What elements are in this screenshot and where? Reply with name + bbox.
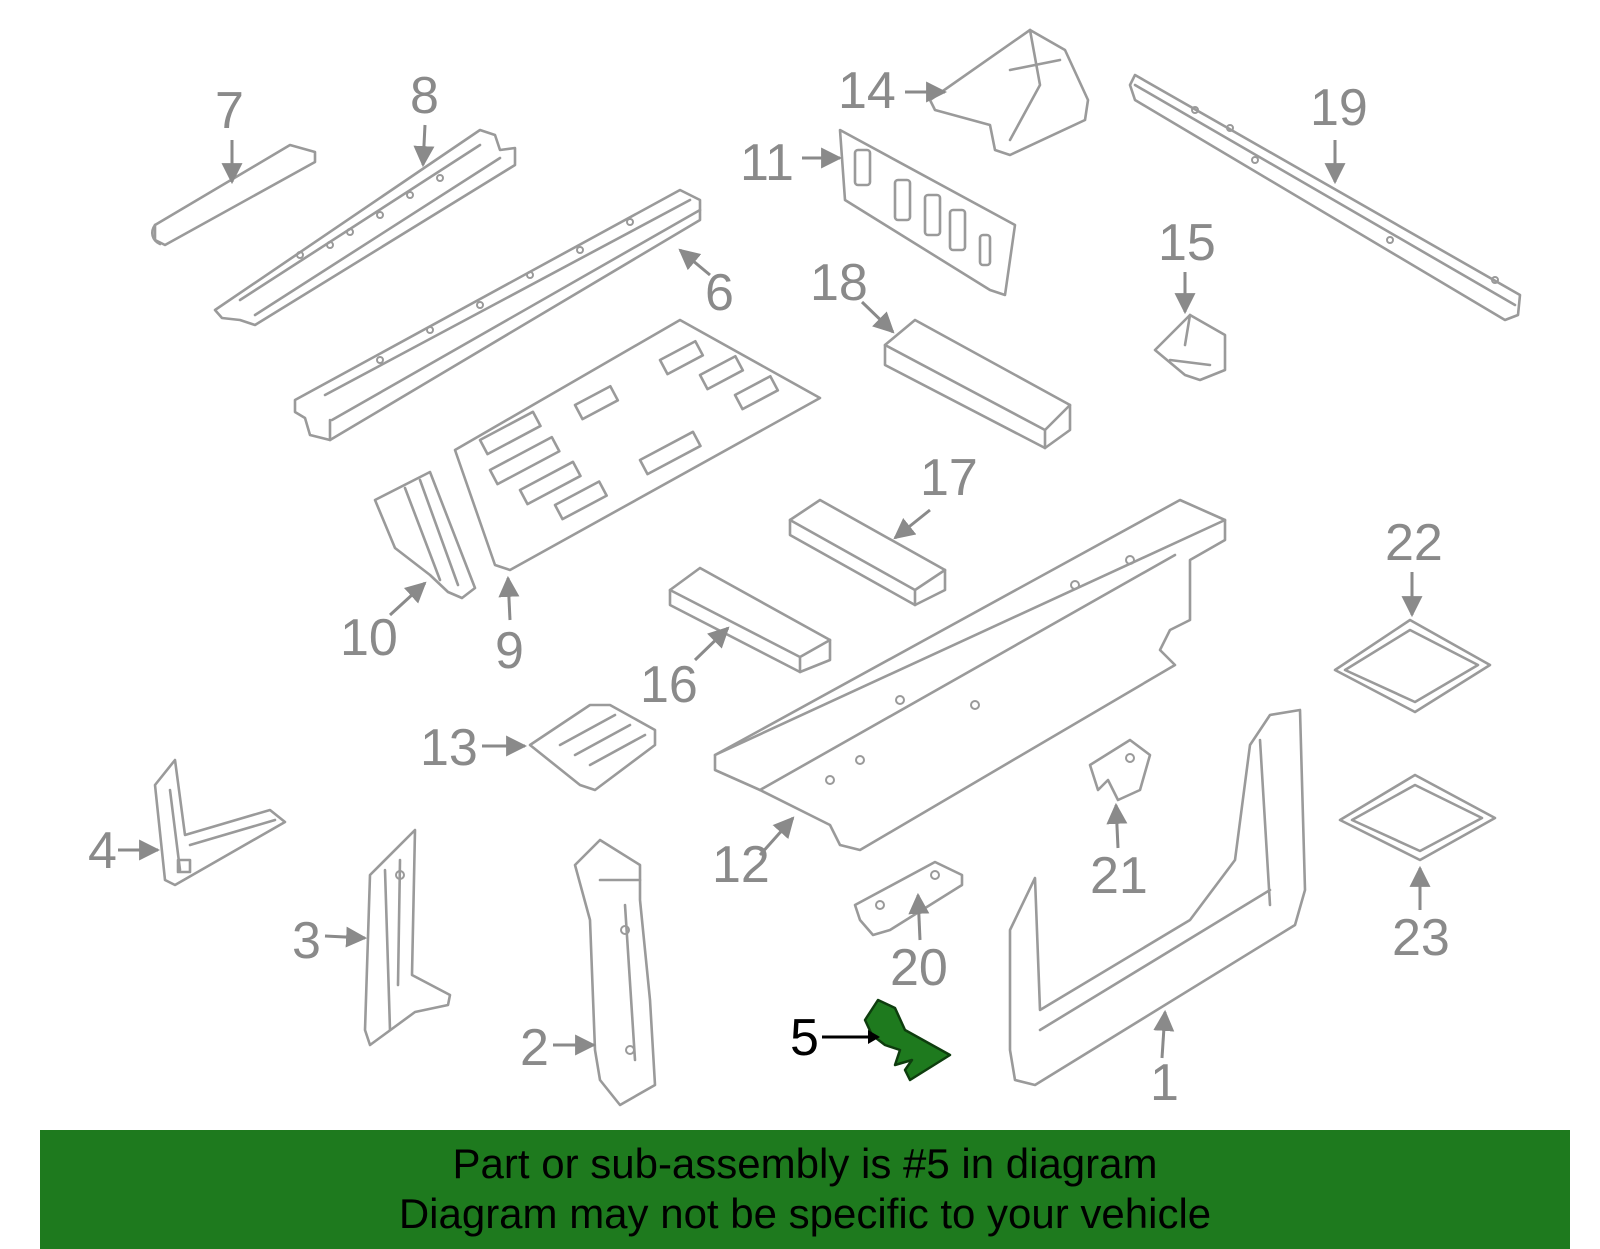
part-12-drawing xyxy=(713,498,1227,852)
part-16-drawing xyxy=(668,566,832,674)
part-3-drawing xyxy=(363,828,452,1047)
svg-text:22: 22 xyxy=(1385,514,1443,572)
svg-text:13: 13 xyxy=(420,719,478,777)
part-20-drawing xyxy=(853,860,964,937)
svg-text:17: 17 xyxy=(920,449,978,507)
callout-6: 6 xyxy=(678,248,734,322)
callout-14: 14 xyxy=(838,62,948,120)
svg-text:12: 12 xyxy=(712,836,770,894)
part-21-drawing xyxy=(1088,738,1152,802)
part-14-drawing xyxy=(928,28,1090,157)
svg-text:8: 8 xyxy=(410,67,439,125)
part-2-drawing xyxy=(573,838,657,1107)
callout-20: 20 xyxy=(890,892,948,997)
part-8-drawing xyxy=(213,128,517,327)
svg-text:1: 1 xyxy=(1150,1054,1179,1112)
callout-23: 23 xyxy=(1392,865,1450,967)
svg-text:21: 21 xyxy=(1090,847,1148,905)
part-17-drawing xyxy=(788,498,947,607)
part-23-drawing xyxy=(1338,773,1497,862)
svg-text:2: 2 xyxy=(520,1019,549,1077)
callout-3: 3 xyxy=(292,912,368,970)
callout-16: 16 xyxy=(640,626,730,714)
svg-text:16: 16 xyxy=(640,656,698,714)
callout-11: 11 xyxy=(740,134,843,192)
callout-22: 22 xyxy=(1385,514,1443,618)
callout-8: 8 xyxy=(410,67,439,168)
part-15-drawing xyxy=(1153,313,1227,382)
part-7-drawing xyxy=(150,143,317,247)
part-6-drawing xyxy=(293,188,702,442)
callout-9: 9 xyxy=(495,575,524,680)
part-4-drawing xyxy=(153,758,287,887)
svg-text:4: 4 xyxy=(88,822,117,880)
svg-text:10: 10 xyxy=(340,609,398,667)
part-9-drawing xyxy=(453,318,822,572)
part-11-drawing xyxy=(838,128,1017,297)
callout-1: 1 xyxy=(1150,1009,1179,1112)
banner-line-disclaimer: Diagram may not be specific to your vehi… xyxy=(398,1190,1212,1237)
part-19-drawing xyxy=(1128,73,1522,322)
callout-17: 17 xyxy=(893,449,978,540)
svg-text:19: 19 xyxy=(1310,79,1368,137)
part-18-drawing xyxy=(883,318,1072,450)
part-13-drawing xyxy=(528,703,657,792)
banner-line-part: Part or sub-assembly is #5 in diagram xyxy=(452,1140,1158,1187)
callout-4: 4 xyxy=(88,822,161,880)
svg-text:5: 5 xyxy=(790,1009,819,1067)
svg-text:9: 9 xyxy=(495,622,524,680)
callout-19: 19 xyxy=(1310,79,1368,185)
svg-text:23: 23 xyxy=(1392,909,1450,967)
callout-2: 2 xyxy=(520,1019,597,1077)
part-22-drawing xyxy=(1333,618,1492,714)
callout-15: 15 xyxy=(1158,214,1216,315)
callout-18: 18 xyxy=(810,254,895,334)
info-banner: Part or sub-assembly is #5 in diagram Di… xyxy=(40,1130,1570,1249)
callout-5: 5 xyxy=(790,1009,880,1067)
callout-7: 7 xyxy=(215,82,244,185)
callout-12: 12 xyxy=(712,816,795,894)
svg-text:14: 14 xyxy=(838,62,896,120)
svg-text:3: 3 xyxy=(292,912,321,970)
part-5-highlighted-drawing xyxy=(863,998,952,1082)
part-10-drawing xyxy=(373,470,477,600)
svg-text:20: 20 xyxy=(890,939,948,997)
svg-text:18: 18 xyxy=(810,254,868,312)
callout-21: 21 xyxy=(1090,802,1148,905)
svg-text:7: 7 xyxy=(215,82,244,140)
svg-text:15: 15 xyxy=(1158,214,1216,272)
svg-text:11: 11 xyxy=(740,134,794,192)
callout-10: 10 xyxy=(340,581,427,667)
part-1-drawing xyxy=(1008,708,1307,1087)
callout-13: 13 xyxy=(420,719,528,777)
